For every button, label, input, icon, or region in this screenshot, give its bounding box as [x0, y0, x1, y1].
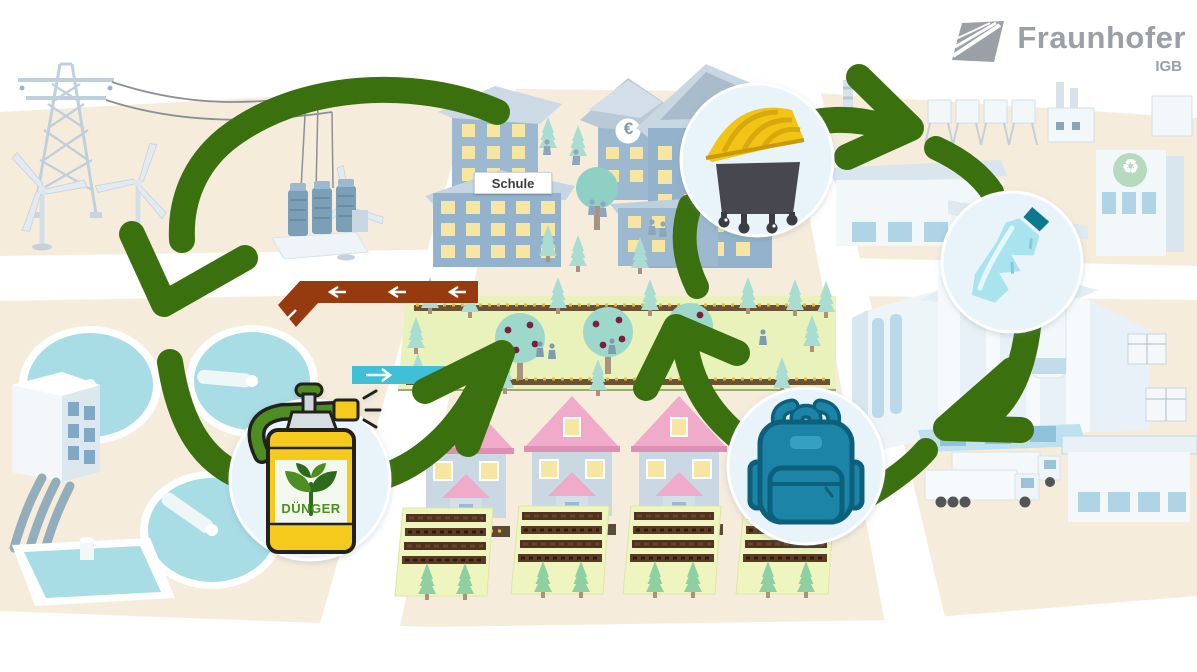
euro-badge [615, 118, 641, 144]
packages [1127, 333, 1187, 422]
backpack-icon [726, 386, 886, 546]
arrowhead-treatment [119, 221, 258, 317]
arrowhead-park [412, 340, 515, 457]
vegetable-gardens [394, 506, 834, 600]
sewage-pipe [278, 281, 478, 327]
power-pylon [18, 62, 114, 218]
plant-sprout-icon [285, 463, 337, 516]
waste-container-icon [679, 82, 835, 238]
arrow-recycling-to-material [924, 136, 1004, 204]
arrow-city-to-treatment [168, 76, 510, 253]
transformer-station [271, 179, 369, 260]
arrowhead-city [633, 314, 750, 401]
office-building [1061, 435, 1197, 522]
small-factory [1047, 82, 1193, 143]
arrow-city-to-waste [672, 194, 709, 299]
arrowhead-recycling [834, 64, 924, 170]
foreground-white [0, 596, 1197, 672]
arrowhead-factory [933, 357, 1034, 443]
wind-turbines [11, 143, 384, 261]
trucks [924, 451, 1061, 508]
round-tree [576, 167, 618, 209]
wastewater-treatment-plant [9, 325, 318, 606]
fertilizer-sprayer-icon [228, 382, 392, 562]
recycle-badge [1113, 153, 1147, 187]
plastic-bottle-icon [940, 190, 1084, 334]
silos [924, 99, 1038, 146]
recycle-building [1096, 150, 1184, 256]
treatment-plant-building [12, 372, 100, 482]
